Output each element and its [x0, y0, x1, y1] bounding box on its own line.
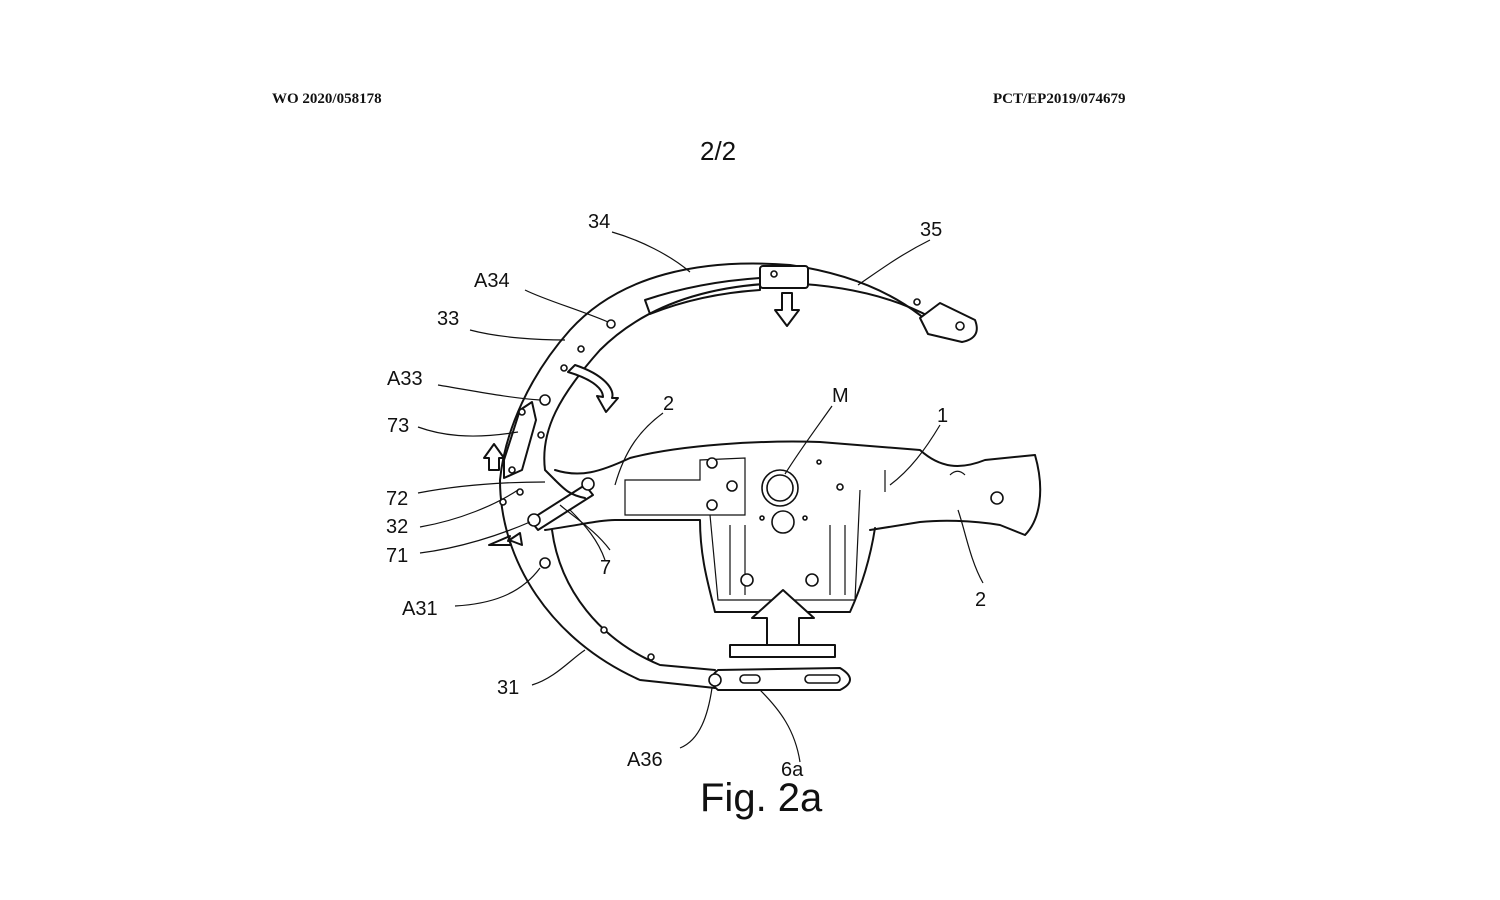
label-a31: A31	[402, 598, 438, 620]
label-33: 33	[437, 308, 459, 330]
sheet-number: 2/2	[700, 136, 737, 166]
slider-6a	[708, 644, 851, 691]
label-2-top: 2	[663, 393, 674, 415]
label-31: 31	[497, 677, 519, 699]
label-6a: 6a	[781, 759, 804, 781]
label-73: 73	[387, 415, 409, 437]
rim-ring	[499, 262, 978, 689]
label-m: M	[832, 385, 849, 407]
application-number: PCT/EP2019/074679	[993, 91, 1126, 107]
label-34: 34	[588, 211, 610, 233]
figure-caption: Fig. 2a	[700, 776, 823, 820]
label-7: 7	[600, 557, 611, 579]
motion-arrows	[483, 292, 815, 646]
leader-lines	[417, 231, 984, 763]
label-72: 72	[386, 488, 408, 510]
label-a33: A33	[387, 368, 423, 390]
label-a36: A36	[627, 749, 663, 771]
label-a34: A34	[474, 270, 510, 292]
label-35: 35	[920, 219, 942, 241]
hub-body	[544, 440, 1042, 613]
label-71: 71	[386, 545, 408, 567]
label-1: 1	[937, 405, 948, 427]
label-32: 32	[386, 516, 408, 538]
publication-number: WO 2020/058178	[272, 91, 382, 107]
label-2-right: 2	[975, 589, 986, 611]
reference-labels: 34 35 A34 33 A33 73 72 32 71 A31 31 A36 …	[386, 211, 986, 781]
